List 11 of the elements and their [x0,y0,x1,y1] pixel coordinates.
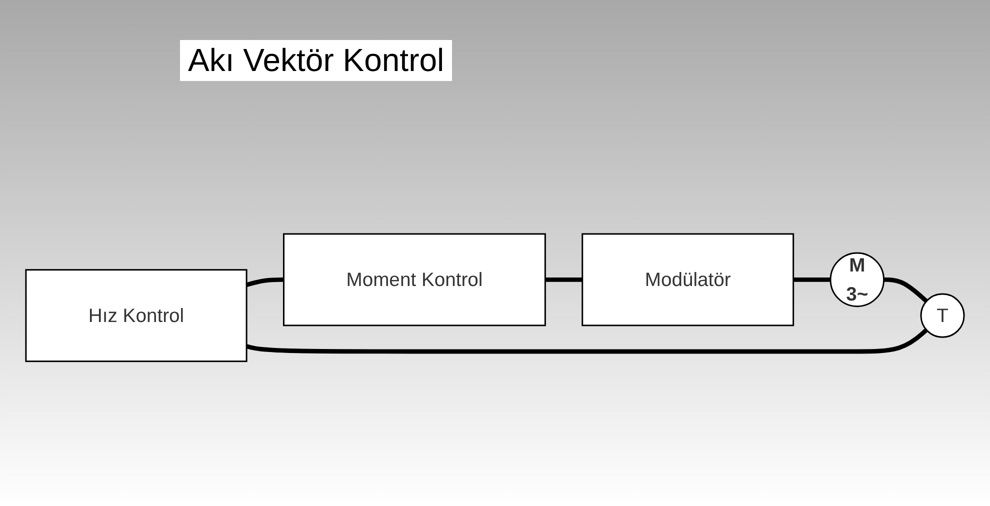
connector [246,277,284,287]
connector [246,328,928,354]
node-circle: T [920,293,965,338]
connector [793,277,830,282]
connector [545,277,582,282]
diagram-title: Akı Vektör Kontrol [180,40,452,81]
node-box: Moment Kontrol [283,233,546,326]
node-box: Modülatör [582,233,794,326]
connector [884,277,928,303]
node-box: Hız Kontrol [25,268,248,362]
node-circle: M 3~ [830,252,885,307]
